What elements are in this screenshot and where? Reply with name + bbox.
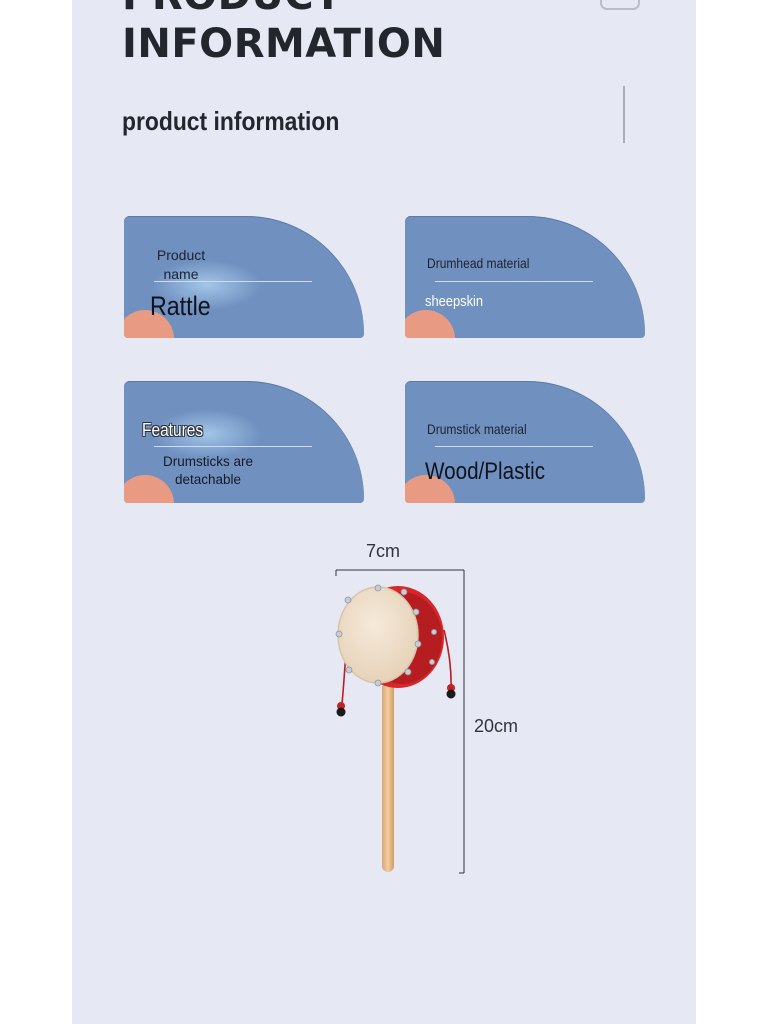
page-title: PRODUCT INFORMATION [122, 0, 445, 68]
product-info-panel: PRODUCT INFORMATION product information … [72, 0, 696, 1024]
card-label: Features [142, 420, 204, 440]
rattle-drum-image [335, 569, 465, 874]
card-features: Features Drumsticks are detachable [124, 381, 364, 503]
dimension-width: 7cm [366, 541, 401, 561]
card-separator [435, 281, 593, 282]
card-label: Drumhead material [427, 255, 530, 271]
card-accent [405, 310, 455, 338]
card-drumstick-material: Drumstick material Wood/Plastic [405, 381, 645, 503]
card-label: Product name [156, 247, 206, 282]
card-value: Drumsticks are detachable [162, 454, 253, 487]
title-line-2: INFORMATION [122, 21, 446, 67]
card-separator [154, 281, 312, 282]
section-subtitle: product information [122, 106, 340, 136]
card-separator [435, 446, 593, 447]
card-value: sheepskin [425, 293, 484, 310]
dimension-height: 20cm [474, 716, 519, 736]
dimension-lines [335, 569, 465, 874]
title-line-1: PRODUCT [122, 0, 445, 20]
drum-handle [382, 682, 394, 872]
card-separator [154, 446, 312, 447]
card-drumhead-material: Drumhead material sheepskin [405, 216, 645, 338]
card-value: Wood/Plastic [425, 458, 546, 485]
card-value: Rattle [150, 291, 211, 321]
frame-icon [600, 0, 640, 10]
card-label: Drumstick material [427, 421, 527, 437]
hang [452, 680, 455, 872]
divider [623, 86, 625, 143]
card-product-name: Product name Rattle [124, 216, 364, 338]
